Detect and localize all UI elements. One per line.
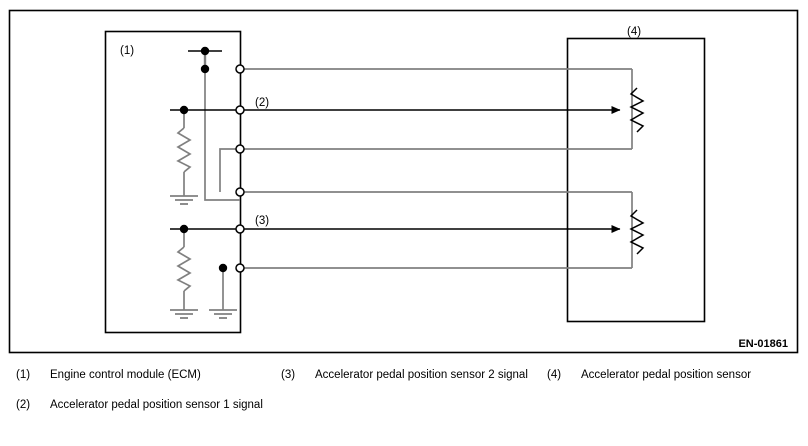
legend-item-1: (1) Engine control module (ECM) [16,368,276,383]
legend-item-4-text: Accelerator pedal position sensor [581,369,752,381]
ecm-supply-rail [204,69,240,201]
ecm-terminal-group [235,64,245,273]
sensor-1-potentiometer [629,87,645,133]
ecm-terminal-4 [235,187,245,197]
sensor-2-potentiometer [629,209,645,255]
legend-item-3-text: Accelerator pedal position sensor 2 sign… [315,369,528,381]
ground-symbol-group [170,195,237,319]
ecm-terminal-6 [235,263,245,273]
diagram-frame [8,9,799,354]
junction-dot-supply [200,64,210,74]
diagram-code-label: EN-01861 [738,338,788,350]
legend-item-1-number: (1) [16,369,31,381]
callout-3-label: (3) [255,215,269,227]
legend-item-4-number: (4) [547,369,562,381]
legend-item-3-number: (3) [281,369,296,381]
legend-item-1-text: Engine control module (ECM) [50,369,201,381]
ecm-terminal-2 [235,105,245,115]
junction-dot-group [179,46,228,273]
legend-item-4: (4) Accelerator pedal position sensor [547,368,805,383]
ecm-terminal-5 [235,224,245,234]
ecm-inner-jog [219,148,240,192]
ecm-block [104,30,242,334]
app-sensor-block [566,37,706,323]
legend: (1) Engine control module (ECM) (2) Acce… [0,362,808,446]
power-wire-group [183,68,633,310]
pull-down-resistor-1 [176,127,192,173]
legend-item-2: (2) Accelerator pedal position sensor 1 … [16,398,276,413]
ecm-terminal-3 [235,144,245,154]
pull-down-resistor-2 [176,246,192,292]
ecm-terminal-1 [235,64,245,74]
callout-1-label: (1) [120,45,134,57]
legend-item-2-number: (2) [16,399,31,411]
legend-item-2-text: Accelerator pedal position sensor 1 sign… [50,399,263,411]
callout-4-label: (4) [627,26,641,38]
junction-dot-ground [218,263,228,273]
callout-2-label: (2) [255,97,269,109]
junction-dot-sensor1-signal [179,105,189,115]
legend-item-3: (3) Accelerator pedal position sensor 2 … [281,368,531,383]
junction-dot-supply-top [200,46,210,56]
junction-dot-sensor2-signal [179,224,189,234]
